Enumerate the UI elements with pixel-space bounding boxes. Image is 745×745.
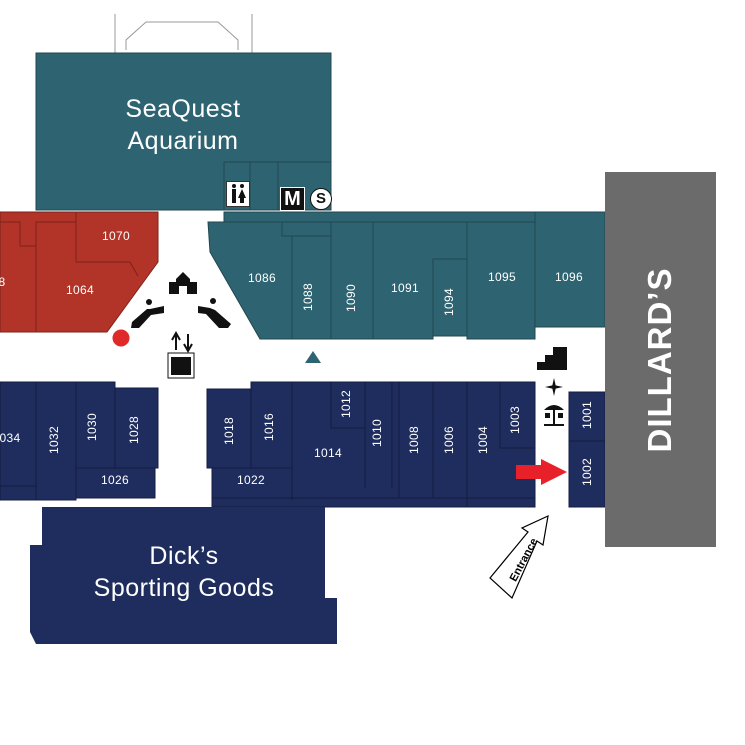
store-1090[interactable]: 1090 bbox=[344, 284, 358, 312]
dillards-label: DILLARD’S bbox=[641, 267, 678, 453]
coca-cola-icon bbox=[111, 328, 131, 348]
dicks-line2: Sporting Goods bbox=[93, 574, 275, 602]
red-arrow-icon bbox=[516, 459, 567, 485]
store-1068-partial[interactable]: 8 bbox=[0, 275, 6, 289]
store-1064[interactable]: 1064 bbox=[66, 283, 94, 297]
store-1034[interactable]: 034 bbox=[0, 431, 21, 445]
carousel-icon bbox=[544, 405, 564, 426]
store-1028[interactable]: 1028 bbox=[127, 416, 141, 444]
escalator-icon bbox=[131, 298, 231, 328]
upper-entry-outline bbox=[114, 14, 253, 53]
teal-wing bbox=[207, 211, 606, 340]
store-1006[interactable]: 1006 bbox=[442, 426, 456, 454]
store-1016[interactable]: 1016 bbox=[262, 413, 276, 441]
store-1070[interactable]: 1070 bbox=[102, 229, 130, 243]
store-1004[interactable]: 1004 bbox=[476, 426, 490, 454]
store-1014[interactable]: 1014 bbox=[314, 446, 342, 460]
store-1008[interactable]: 1008 bbox=[407, 426, 421, 454]
store-1088[interactable]: 1088 bbox=[301, 283, 315, 311]
red-wing bbox=[0, 211, 159, 333]
store-1095[interactable]: 1095 bbox=[488, 270, 516, 284]
store-1096[interactable]: 1096 bbox=[555, 270, 583, 284]
seaquest-line1: SeaQuest bbox=[125, 95, 241, 123]
restroom-icon bbox=[226, 181, 250, 207]
store-1086[interactable]: 1086 bbox=[248, 271, 276, 285]
store-1094[interactable]: 1094 bbox=[442, 288, 456, 316]
store-1091[interactable]: 1091 bbox=[391, 281, 419, 295]
store-1010[interactable]: 1010 bbox=[370, 419, 384, 447]
store-1030[interactable]: 1030 bbox=[85, 413, 99, 441]
store-1002[interactable]: 1002 bbox=[580, 458, 594, 486]
entrance-arrow-icon[interactable] bbox=[489, 514, 549, 600]
security-icon: S bbox=[310, 188, 332, 210]
dicks-line1: Dick’s bbox=[149, 542, 219, 570]
directory-compass-icon bbox=[545, 378, 563, 396]
store-1022[interactable]: 1022 bbox=[237, 473, 265, 487]
elevator-icon bbox=[167, 330, 195, 379]
store-1018[interactable]: 1018 bbox=[222, 417, 236, 445]
guest-services-icon bbox=[169, 272, 197, 294]
metro-icon: M bbox=[280, 187, 305, 211]
dicks-sporting-goods-store[interactable] bbox=[30, 507, 337, 644]
store-1001[interactable]: 1001 bbox=[580, 401, 594, 429]
store-1001-1002-block bbox=[568, 391, 606, 508]
store-1026[interactable]: 1026 bbox=[101, 473, 129, 487]
dillards-store[interactable] bbox=[605, 172, 716, 547]
stairs-icon bbox=[537, 347, 567, 370]
store-1003[interactable]: 1003 bbox=[508, 406, 522, 434]
store-1032[interactable]: 1032 bbox=[47, 426, 61, 454]
store-1012[interactable]: 1012 bbox=[339, 390, 353, 418]
you-are-here-marker bbox=[305, 351, 321, 363]
service-dividers bbox=[223, 161, 331, 210]
seaquest-line2: Aquarium bbox=[127, 127, 239, 155]
